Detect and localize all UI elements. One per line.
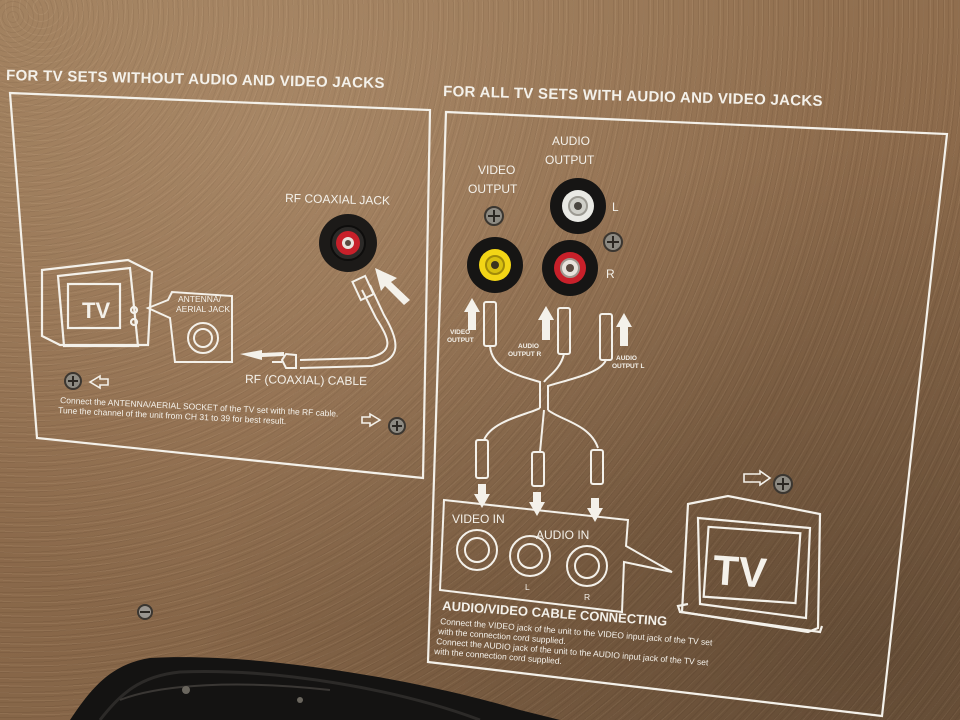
screw-arrow-icon [361,412,382,428]
right-screw-2 [603,232,623,252]
left-panel: FOR TV SETS WITHOUT AUDIO AND VIDEO JACK… [6,67,432,480]
audio-output-label-2: OUTPUT [545,153,595,167]
right-tv-icon [676,494,824,634]
rca-cable-drawing [475,301,613,487]
down-arrows [474,484,603,522]
right-tv-text: TV [711,546,768,597]
tv-video-in-jack [456,529,498,571]
right-screw-1 [484,206,504,226]
right-panel-heading: FOR ALL TV SETS WITH AUDIO AND VIDEO JAC… [443,83,823,110]
audio-in-r-marker: R [584,592,590,602]
tv-audio-in-r-jack [566,545,608,587]
rf-cable-drawing [272,274,397,369]
rf-cable-label: RF (COAXIAL) CABLE [245,372,367,388]
audio-output-label-1: AUDIO [552,134,590,148]
tv-audio-in-l-jack [509,535,551,577]
audio-output-left-jack[interactable] [550,178,606,234]
audio-output-right-jack[interactable] [542,240,598,296]
screw-arrow-icon [743,469,772,487]
left-tv-icon [40,258,154,348]
rf-arrows [240,268,410,360]
right-screw-3 [773,474,793,494]
left-screw-2 [388,417,406,435]
video-output-label-2: OUTPUT [468,182,518,196]
rf-coaxial-jack[interactable] [319,214,377,272]
audio-in-label: AUDIO IN [536,528,589,542]
antenna-label-line-2: AERIAL JACK [176,304,230,314]
right-panel-border [426,110,949,718]
plug-video-label-2: OUTPUT [447,337,474,344]
plug-audio-l-label-1: AUDIO [616,355,637,362]
left-tv-text: TV [82,298,110,323]
left-panel-border [8,91,432,480]
video-in-label: VIDEO IN [452,512,505,526]
video-output-jack[interactable] [467,237,523,293]
audio-in-l-marker: L [525,582,530,592]
audio-left-marker: L [612,200,619,214]
left-screw-1 [64,372,82,390]
plug-arrows [464,298,632,346]
antenna-label-line-1: ANTENNA/ [178,294,222,304]
lower-screw [137,604,153,620]
left-panel-heading: FOR TV SETS WITHOUT AUDIO AND VIDEO JACK… [6,67,385,92]
antenna-callout [145,290,233,363]
plug-audio-r-label-2: OUTPUT R [508,351,542,358]
video-output-label-1: VIDEO [478,163,515,177]
power-cables [70,657,560,720]
audio-right-marker: R [606,267,615,281]
rf-coaxial-jack-label: RF COAXIAL JACK [285,191,390,208]
tv-input-panel-outline [438,498,673,614]
plug-audio-l-label-2: OUTPUT L [612,363,645,370]
plug-audio-r-label-1: AUDIO [518,343,539,350]
right-panel: FOR ALL TV SETS WITH AUDIO AND VIDEO JAC… [426,83,949,718]
screw-arrow-icon [88,374,109,390]
plug-video-label-1: VIDEO [450,329,470,336]
